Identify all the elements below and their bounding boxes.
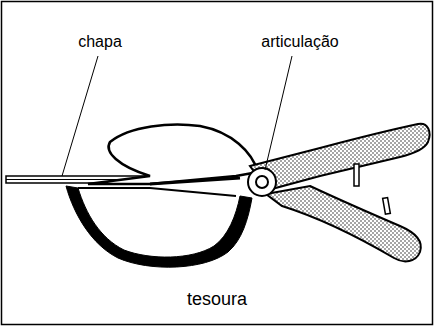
- lower-blade-edge: [78, 188, 236, 196]
- pivot: [248, 168, 276, 196]
- upper-blade-edge: [150, 178, 240, 184]
- upper-blade: [88, 125, 258, 184]
- stop-pin: [383, 198, 391, 215]
- leader-line: [62, 56, 98, 176]
- caption: tesoura: [187, 290, 247, 308]
- part-label: chapa: [78, 34, 122, 50]
- stop-pin: [354, 164, 359, 186]
- lower-handle: [266, 186, 421, 261]
- pivot-bolt: [256, 176, 268, 188]
- leader-line: [265, 56, 292, 170]
- upper-handle: [250, 124, 430, 190]
- part-label: articulação: [261, 34, 338, 50]
- lower-blade: [66, 186, 252, 267]
